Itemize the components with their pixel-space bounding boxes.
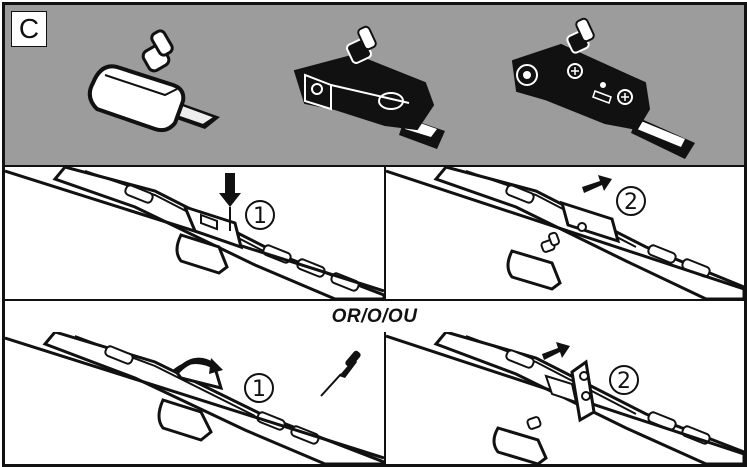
- connector-adapter-style-c-icon: [511, 17, 695, 159]
- method-one-row: 1: [5, 167, 744, 299]
- rotate-arrow-icon: [175, 357, 223, 374]
- method-two-step-two: 2: [386, 332, 744, 464]
- method-two-row: 1: [5, 332, 744, 464]
- step-number: 1: [253, 204, 267, 229]
- step-number: 1: [252, 377, 266, 402]
- panel-label: C: [11, 11, 47, 47]
- slide-arrow-icon: [582, 175, 612, 193]
- method-one-step-one: 1: [5, 167, 384, 299]
- method-one-step-two: 2: [386, 167, 744, 299]
- screwdriver-icon: [320, 350, 361, 397]
- or-separator: OR/O/OU: [5, 299, 744, 334]
- row-divider: [384, 167, 386, 299]
- push-down-arrow-icon: [219, 173, 241, 231]
- adapter-types-panel: C: [5, 5, 744, 167]
- adapter-illustrations: [87, 17, 695, 159]
- method-two-step-one: 1: [5, 332, 384, 464]
- or-separator-text: OR/O/OU: [331, 306, 418, 327]
- connector-adapter-style-a-icon: [87, 29, 220, 133]
- slide-arrow-icon: [542, 342, 570, 360]
- step-number: 2: [617, 369, 631, 394]
- step-number: 2: [624, 190, 638, 215]
- connector-adapter-style-b-icon: [293, 25, 445, 149]
- row-divider: [384, 332, 386, 464]
